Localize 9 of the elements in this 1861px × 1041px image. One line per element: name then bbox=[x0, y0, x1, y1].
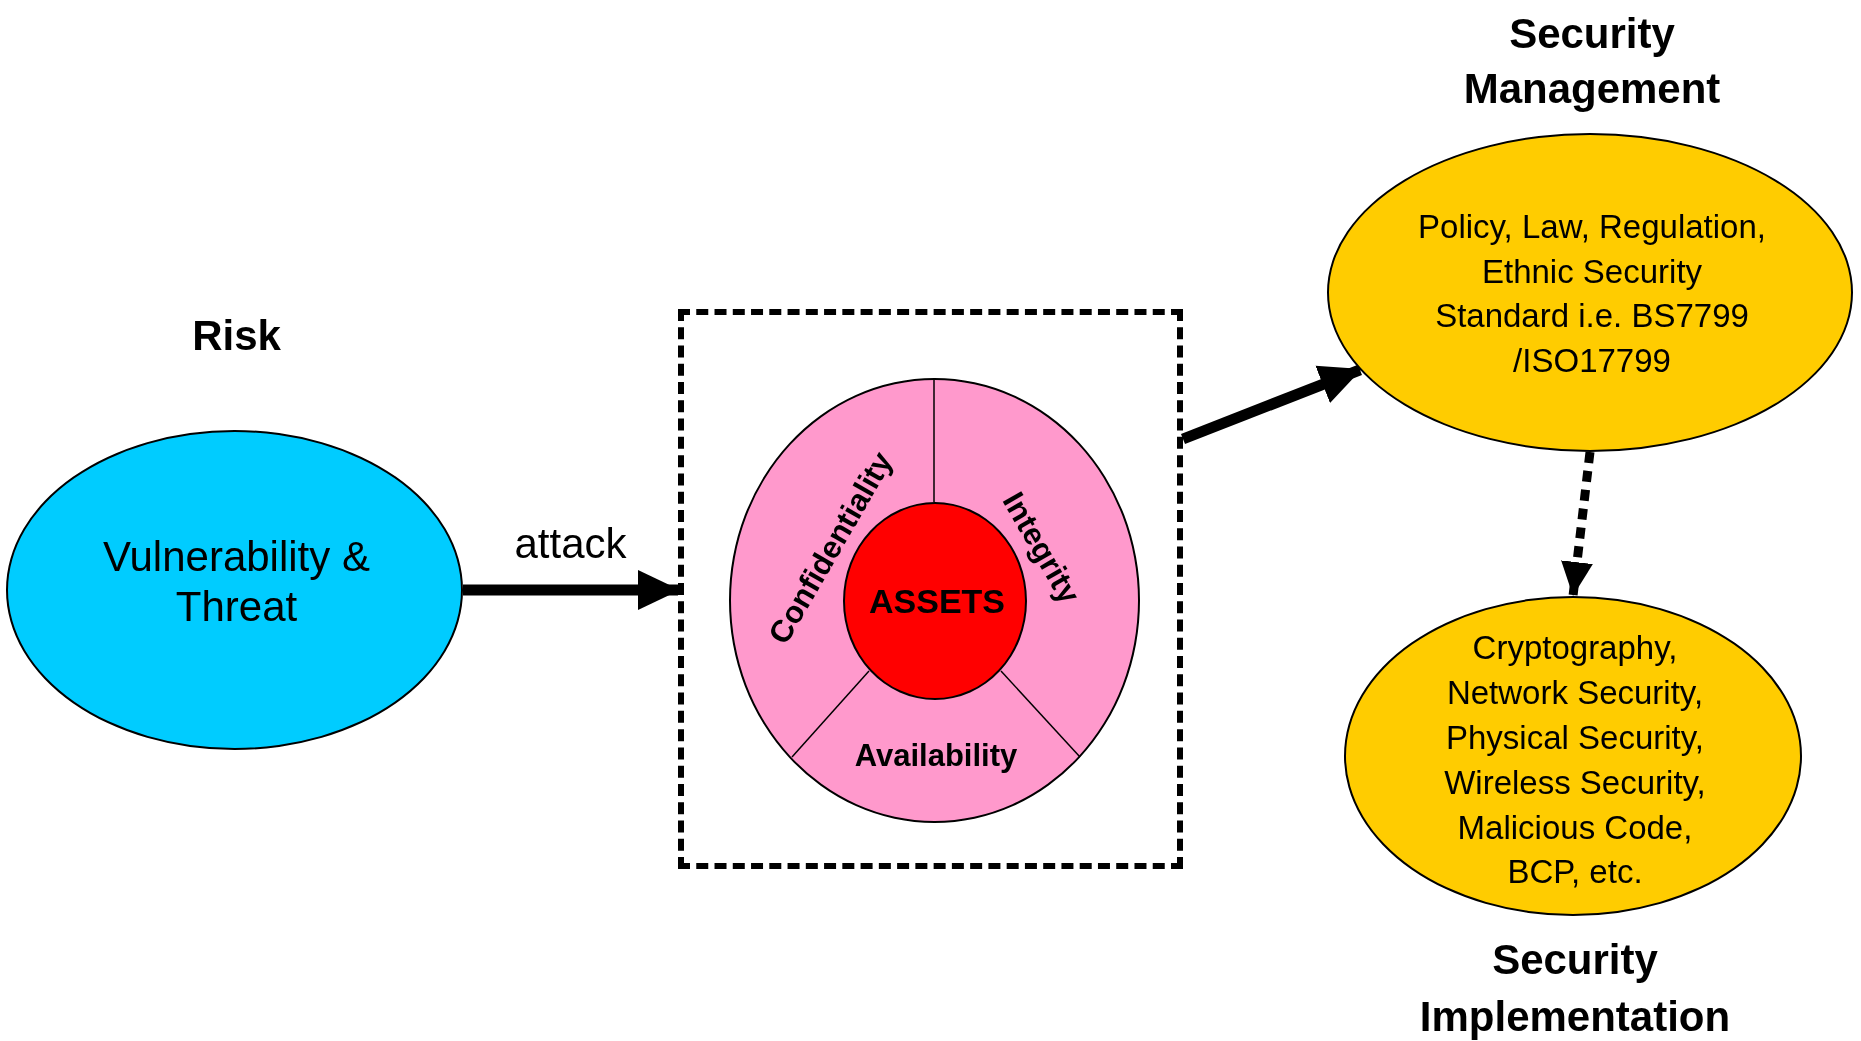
edge-label: attack bbox=[513, 520, 628, 568]
heading: Security Management bbox=[1462, 9, 1722, 114]
dashed-box bbox=[678, 309, 1183, 869]
node-label: Vulnerability & Threat bbox=[102, 532, 371, 633]
node-label: Policy, Law, Regulation, Ethnic Security Standard i.e. BS7799 /ISO17799 bbox=[1417, 207, 1767, 381]
heading: Security Implementation bbox=[1418, 935, 1732, 1041]
segment-label: Availability bbox=[853, 738, 1019, 774]
heading: Risk bbox=[191, 312, 282, 360]
node-label: Cryptography, Network Security, Physical Security, Wireless Security, Malicious Code, BCP, etc. bbox=[1443, 628, 1707, 893]
